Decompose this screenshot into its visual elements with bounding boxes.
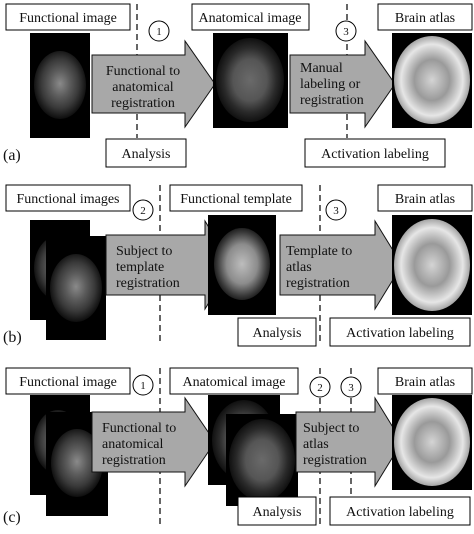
panel-b-letter: (b) (3, 329, 22, 346)
panel-b-arrow1-line2: template (116, 260, 164, 275)
arrow-subject-to-atlas (295, 396, 403, 488)
arrow-template-to-atlas (279, 219, 403, 311)
arrow-functional-to-anatomical-c (91, 396, 216, 488)
panel-a: Functional image Anatomical image Brain … (3, 3, 473, 168)
panel-a-letter: (a) (3, 147, 21, 164)
panel-a-arrow2-line3: registration (300, 93, 364, 108)
panel-c-step-2: 2 (317, 382, 323, 394)
panel-b-analysis-label: Analysis (253, 326, 302, 341)
panel-b: Functional images Functional template Br… (3, 184, 473, 347)
panel-a-arrow1-line1: Functional to (106, 64, 180, 79)
panel-b-arrow1-line1: Subject to (116, 244, 172, 259)
panel-b-step-3: 3 (333, 205, 339, 217)
panel-b-atlas-label: Brain atlas (395, 192, 455, 207)
panel-a-functional-label: Functional image (19, 11, 117, 26)
panel-b-arrow2-line2: atlas (286, 260, 312, 275)
panel-a-arrow1-line3: registration (111, 96, 175, 111)
panel-c-activation-label: Activation labeling (346, 505, 454, 520)
panel-c-arrow1-line1: Functional to (102, 421, 176, 436)
panel-b-arrow2-line3: registration (286, 276, 350, 291)
panel-c-step-3: 3 (348, 382, 354, 394)
panel-a-arrow2-line2: labeling or (300, 77, 361, 92)
panel-c-arrow1-line2: anatomical (102, 437, 164, 452)
panel-b-arrow1-line3: registration (116, 276, 180, 291)
panel-c-arrow2-line3: registration (303, 453, 367, 468)
panel-c-arrow2-line1: Subject to (303, 421, 359, 436)
panel-a-atlas-label: Brain atlas (395, 11, 455, 26)
panel-a-arrow1-line2: anatomical (112, 80, 174, 95)
panel-a-arrow2-line1: Manual (300, 61, 343, 76)
panel-a-step-3: 3 (343, 26, 349, 38)
panel-c: Functional image Anatomical image Brain … (3, 367, 473, 528)
panel-c-step-1: 1 (140, 380, 146, 392)
panel-b-functional-label: Functional images (16, 192, 119, 207)
panel-a-activation-label: Activation labeling (321, 147, 429, 162)
panel-c-functional-label: Functional image (19, 375, 117, 390)
panel-c-letter: (c) (3, 509, 21, 526)
panel-c-atlas-label: Brain atlas (395, 375, 455, 390)
panel-b-step-2: 2 (140, 205, 146, 217)
arrow-functional-to-anatomical (91, 39, 216, 129)
panel-b-arrow2-line1: Template to (286, 244, 352, 259)
panel-c-analysis-label: Analysis (253, 505, 302, 520)
panel-a-anatomical-label: Anatomical image (198, 11, 301, 26)
arrow-manual-labeling (289, 39, 396, 129)
panel-a-analysis-label: Analysis (122, 147, 171, 162)
panel-c-arrow1-line3: registration (102, 453, 166, 468)
panel-b-template-label: Functional template (180, 192, 292, 207)
panel-c-arrow2-line2: atlas (303, 437, 329, 452)
panel-a-step-1: 1 (156, 26, 162, 38)
panel-c-anatomical-label: Anatomical image (182, 375, 285, 390)
panel-b-activation-label: Activation labeling (346, 326, 454, 341)
